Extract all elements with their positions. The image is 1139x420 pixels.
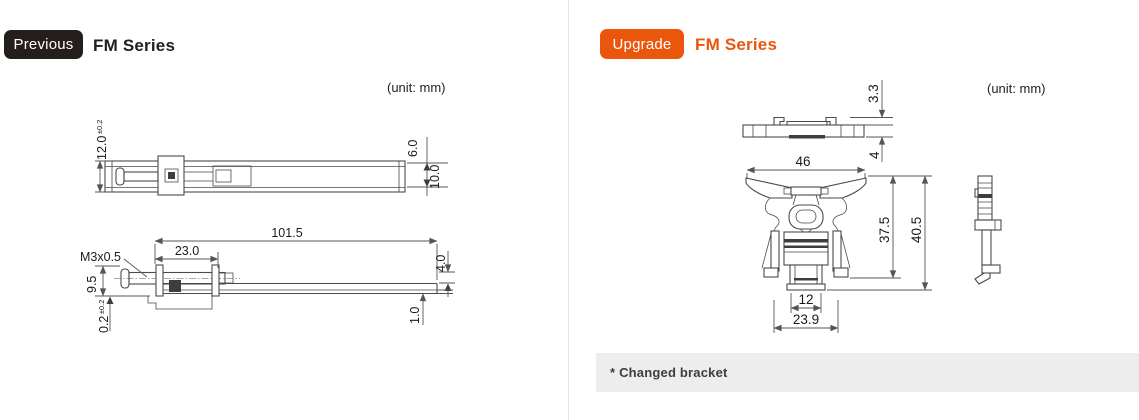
note-bar: * Changed bracket: [596, 353, 1139, 392]
previous-drawing: 12.0±0.2 6.0 10.0: [80, 120, 455, 333]
upgrade-front-view: 46: [745, 154, 932, 333]
dim-slot-width: 12: [798, 292, 813, 307]
dim-body-height: 10.0: [428, 165, 442, 189]
upgrade-drawing: 3.3 4 46: [742, 80, 1002, 333]
dim-head-length: 23.0: [175, 244, 199, 258]
dim-overall-height-right: 40.5: [909, 217, 924, 243]
upgrade-side-view: [974, 175, 1002, 285]
dim-plate-thickness: 4: [867, 151, 882, 159]
previous-side-view: 101.5 23.0 M3x0.5 9.5 0.2±0.2: [80, 226, 455, 333]
dim-edge-offset: 0.2±0.2: [97, 300, 111, 333]
upgrade-top-view: 3.3 4: [742, 80, 893, 162]
panel-divider: [568, 0, 569, 420]
unit-label-right: (unit: mm): [987, 81, 1046, 96]
previous-title: FM Series: [93, 36, 176, 55]
dim-tip-height: 6.0: [406, 140, 420, 157]
thread-label: M3x0.5: [80, 250, 121, 264]
dim-head-height: 9.5: [85, 276, 99, 293]
dim-overall-length: 101.5: [271, 226, 302, 240]
previous-badge: Previous: [4, 30, 83, 59]
dim-overall-height: 12.0±0.2: [95, 120, 109, 160]
upgrade-badge: Upgrade: [600, 29, 684, 59]
dim-bracket-width: 46: [795, 154, 810, 169]
note-changed-bracket: * Changed bracket: [610, 365, 728, 380]
dim-base-width: 23.9: [793, 312, 819, 327]
dim-tail-thickness: 1.0: [408, 307, 422, 324]
dim-tail-height: 4.0: [434, 255, 448, 272]
previous-top-view: 12.0±0.2 6.0 10.0: [95, 120, 448, 196]
dim-clip-height: 3.3: [866, 84, 881, 103]
unit-label-left: (unit: mm): [387, 80, 446, 95]
dim-inner-height: 37.5: [877, 217, 892, 243]
upgrade-title: FM Series: [695, 35, 778, 54]
